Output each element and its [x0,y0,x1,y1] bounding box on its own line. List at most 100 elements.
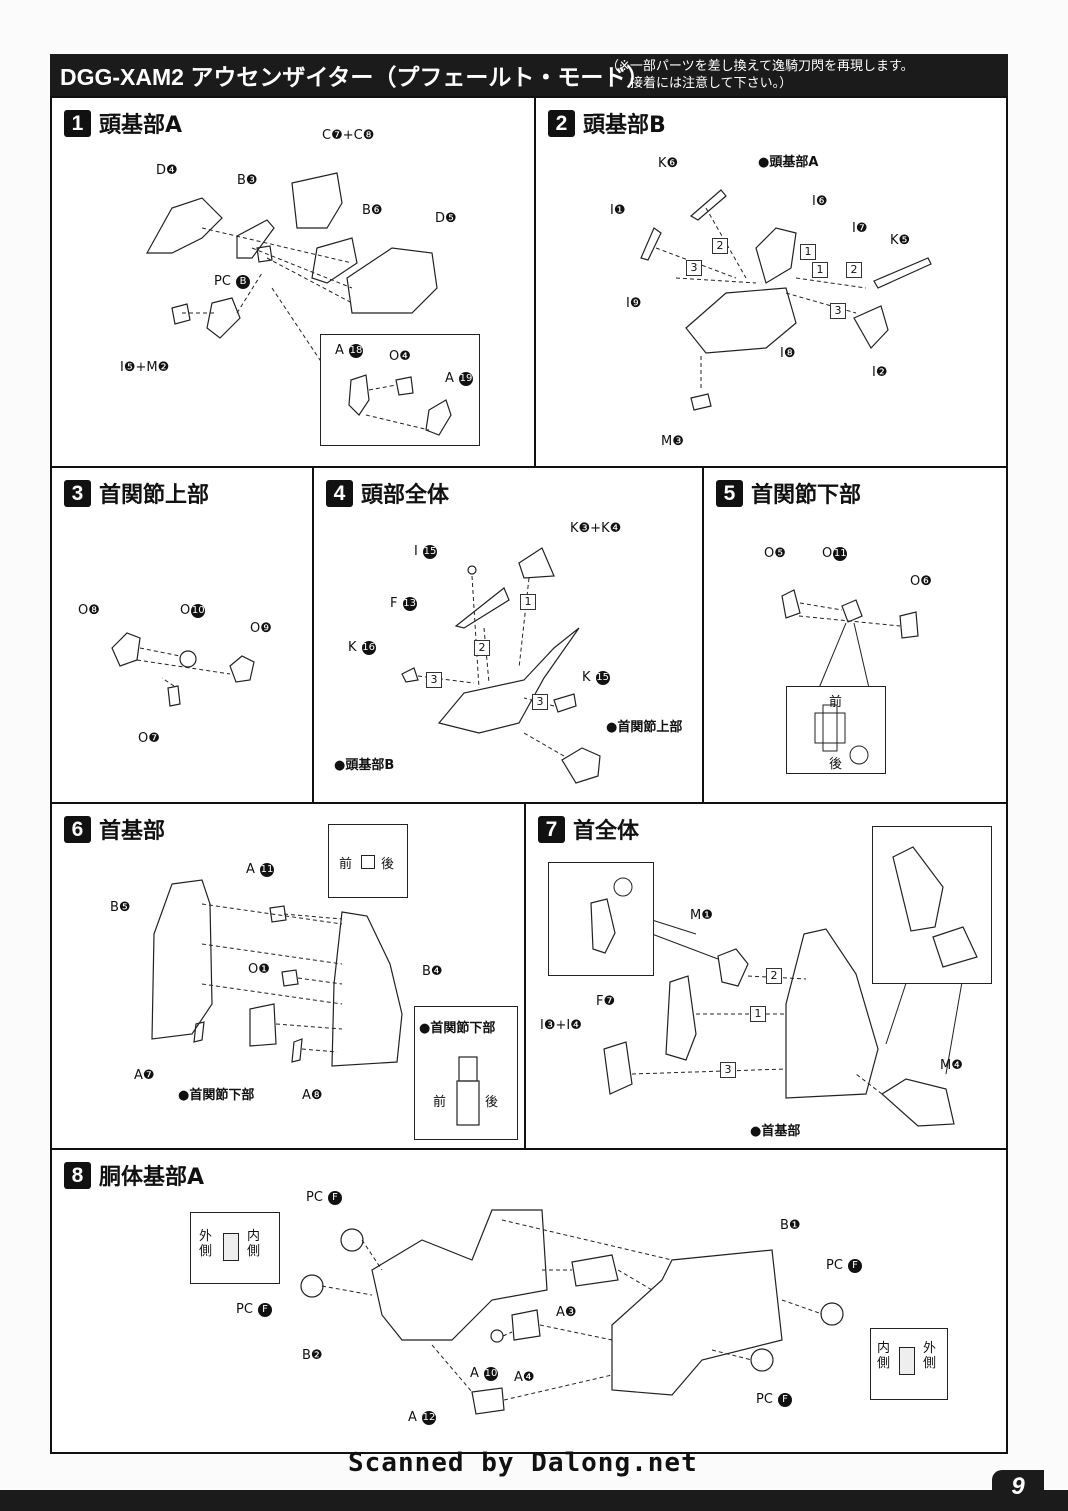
inset-inner: 内側 [247,1229,261,1259]
label-b4: B❹ [422,964,443,979]
part-pcf-3 [820,1302,844,1326]
step-3-title: 首関節上部 [99,483,210,508]
part-o11 [841,599,863,623]
label-d4: D❹ [156,163,178,178]
label-ref-head-b: 頭基部B [334,754,394,773]
label-pcb: PC B [214,274,251,289]
step-1-diagram [145,172,438,364]
part-body [685,287,797,354]
inset-back: 後 [381,857,395,872]
label-o1: O❶ [248,962,270,977]
part-b5 [151,879,213,1040]
label-b6: B❻ [362,203,383,218]
part-joint [206,297,241,339]
step-7-title: 首全体 [573,819,640,844]
part-neck-upper [561,747,601,784]
step-6-diagram [151,879,403,1067]
part-b1 [611,1249,783,1396]
inset-front: 前 [339,857,353,872]
step-4-title: 頭部全体 [361,483,450,508]
step-1-title: 頭基部A [99,113,183,138]
label-f13: F 13 [390,596,417,611]
part-m1 [717,948,749,987]
scan-credit: Scanned by Dalong.net [348,1448,698,1478]
step-box-3: 1 [800,244,816,260]
step-box-2: 1 [750,1006,766,1022]
label-c7c8: C❼+C❽ [322,128,375,143]
label-pcf-4: PC F [756,1392,793,1407]
step-7-panel: 7 首全体 2 1 3 M [524,802,1008,1152]
label-k6: K❻ [658,156,679,171]
step-4-number: 4 [326,480,353,507]
part-a8 [291,1038,303,1063]
part-a11 [269,905,287,923]
label-a12: A 12 [408,1410,437,1425]
step-2-title: 頭基部B [583,113,666,138]
part-o9 [229,655,255,683]
part-b3 [236,219,275,259]
label-a10: A 10 [470,1366,499,1381]
step-1-panel: 1 頭基部A C❼+C❽ D❹ B❸ B❻ D❺ PC B I❺+M❷ [50,96,538,470]
step-box-6: 3 [830,303,846,319]
inset-ref: 首関節下部 [419,1017,495,1036]
step-5-inset: 前 後 [786,686,886,774]
step-box-3: 3 [426,672,442,688]
part-b6 [311,237,358,284]
label-front: 前 [829,695,843,710]
label-ref-neck-lower: 首関節下部 [178,1084,254,1103]
label-o9: O❾ [250,621,272,636]
step-box-1: 2 [766,968,782,984]
inset-outer: 外側 [923,1341,937,1371]
footer-bar [0,1490,1068,1511]
part-neck-lower [249,1003,277,1047]
step-6-inset-top: 前 後 [328,824,408,898]
title-bar [50,54,1008,96]
label-a18: A 18 [335,343,364,358]
label-pcf-3: PC F [826,1258,863,1273]
label-o6: O❻ [910,574,932,589]
part-d5 [346,247,438,314]
part-pcf-4 [750,1348,774,1372]
step-3-number: 3 [64,480,91,507]
part-d4 [145,197,223,254]
step-box-4: 1 [812,262,828,278]
label-o7: O❼ [138,731,160,746]
label-a11: A 11 [246,862,275,877]
step-box-4: 3 [532,694,548,710]
part-i15 [467,565,477,575]
step-box-3: 3 [720,1062,736,1078]
inset-outer: 外側 [199,1229,213,1259]
part-o7 [167,685,181,707]
label-a8: A❽ [302,1088,323,1103]
step-6-inset-bottom: 首関節下部 前 後 [414,1006,518,1140]
step-5-title: 首関節下部 [751,483,862,508]
step-box-1: 1 [520,594,536,610]
step-7-inset-right [872,826,992,984]
step-8-panel: 8 胴体基部A 外側 [50,1148,1008,1454]
label-i6: I❻ [812,194,828,209]
label-i9: I❾ [626,296,642,311]
step-8-number: 8 [64,1162,91,1189]
label-m4: M❹ [940,1058,963,1073]
part-i2 [853,305,889,350]
label-k5: K❺ [890,233,911,248]
label-b1: B❶ [780,1218,801,1233]
step-8-title: 胴体基部A [99,1165,205,1190]
part-pcf-1 [340,1228,364,1252]
label-d5: D❺ [435,211,457,226]
part-k6 [689,189,727,221]
part-pcb [256,245,273,263]
label-i5m2: I❺+M❷ [120,360,170,375]
label-a4: A❹ [514,1370,535,1385]
header-note-line-2: 接着には注意して下さい。） [630,76,793,91]
part-k3k4 [518,547,555,579]
part-i5m2 [171,303,191,325]
part-a10 [490,1329,504,1343]
step-8-inset-left: 外側 内側 [190,1212,280,1284]
label-back: 後 [829,757,843,772]
label-i2: I❷ [872,365,888,380]
step-box-5: 2 [846,262,862,278]
